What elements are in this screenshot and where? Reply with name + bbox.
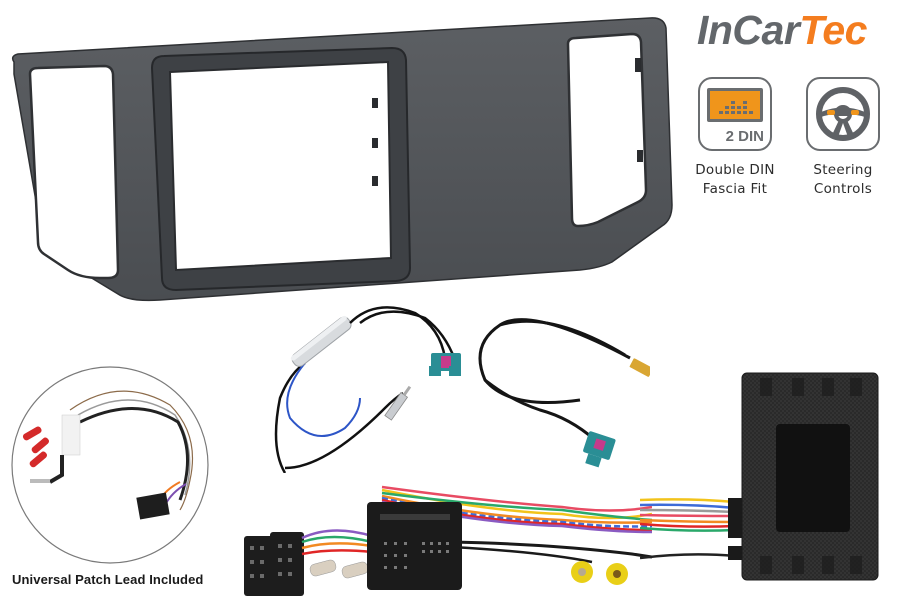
brand-logo: InCarTec bbox=[697, 10, 867, 51]
double-din-fascia-panel bbox=[11, 17, 673, 302]
feature-steering-controls: Steering Controls bbox=[793, 77, 893, 199]
feature-label-line2: Controls bbox=[813, 181, 873, 197]
fakra-extension-cable-image bbox=[478, 318, 650, 468]
steering-wheel-icon bbox=[816, 87, 870, 141]
brand-name-part2: Tec bbox=[799, 7, 867, 53]
din-badge-text: 2 DIN bbox=[725, 128, 764, 145]
universal-patch-lead-image bbox=[11, 366, 209, 564]
antenna-adapter-image bbox=[274, 306, 461, 473]
patch-lead-caption: Universal Patch Lead Included bbox=[12, 572, 204, 587]
feature-label-line1: Double DIN bbox=[695, 162, 775, 178]
brand-name-part1: InCar bbox=[697, 7, 800, 53]
double-din-screen-icon bbox=[707, 88, 763, 122]
feature-label-line1: Steering bbox=[813, 162, 873, 178]
feature-label-line2: Fascia Fit bbox=[702, 181, 768, 197]
feature-label: Steering Controls bbox=[793, 161, 893, 199]
iso-wiring-harness-image bbox=[244, 485, 652, 596]
steering-interface-box-image bbox=[640, 372, 879, 581]
feature-double-din: 2 DIN Double DIN Fascia Fit bbox=[685, 77, 785, 199]
steering-badge bbox=[806, 77, 880, 151]
feature-label: Double DIN Fascia Fit bbox=[685, 161, 785, 199]
double-din-badge: 2 DIN bbox=[698, 77, 772, 151]
